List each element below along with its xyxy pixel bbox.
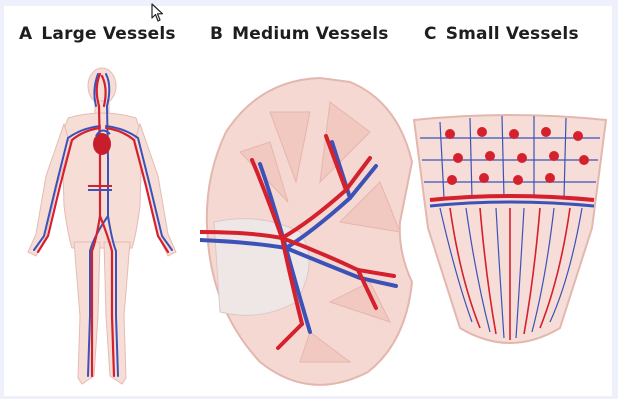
panel-a-title: Large Vessels [41, 24, 175, 44]
panel-b-title: Medium Vessels [232, 24, 388, 44]
panel-b-label: B Medium Vessels [210, 24, 389, 46]
panel-c-label: C Small Vessels [424, 24, 579, 46]
panel-b-letter: B [210, 24, 223, 44]
small-vessels-tissue-illustration [410, 108, 610, 358]
panel-a-label: A Large Vessels [19, 24, 176, 46]
large-vessels-body-illustration [16, 66, 188, 396]
panel-c-title: Small Vessels [446, 24, 579, 44]
panel-c-letter: C [424, 24, 437, 44]
panel-a-letter: A [19, 24, 32, 44]
medium-vessels-kidney-illustration [200, 72, 414, 394]
mouse-pointer-icon [151, 3, 165, 23]
